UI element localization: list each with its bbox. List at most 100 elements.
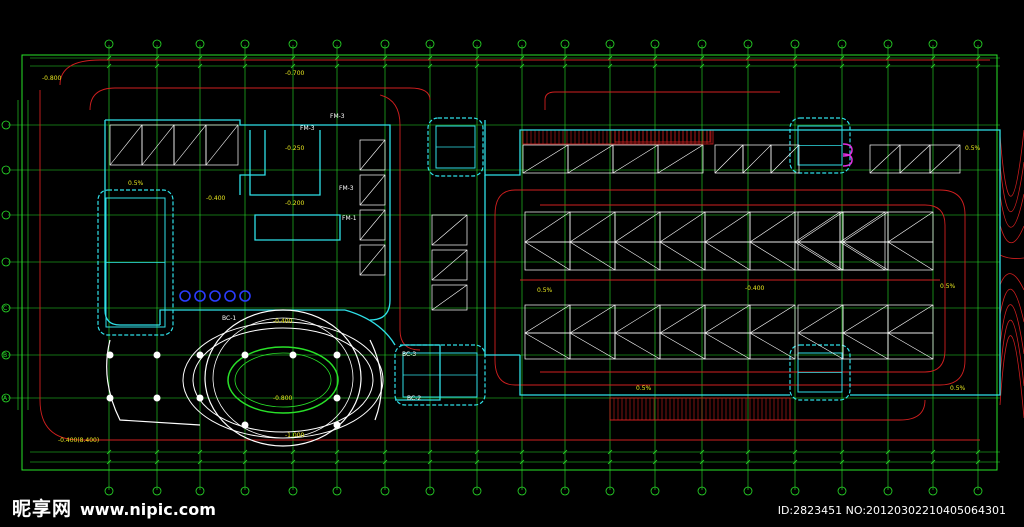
dimension-tick bbox=[474, 459, 480, 465]
dimension-tick bbox=[745, 55, 751, 61]
dimension-tick bbox=[792, 459, 798, 465]
dimension-tick bbox=[242, 63, 248, 69]
stall-diagonal bbox=[524, 332, 571, 360]
ramp-curve bbox=[999, 254, 1024, 259]
stall-diagonal bbox=[869, 144, 901, 174]
slope-mark: 0.5% bbox=[537, 287, 553, 294]
axis-row-label: A bbox=[3, 395, 8, 402]
parking-stall bbox=[359, 209, 386, 241]
slope-mark: 0.5% bbox=[950, 385, 966, 392]
dimension-lines bbox=[17, 55, 1000, 465]
dimension-tick bbox=[382, 449, 388, 455]
axis-bubble bbox=[883, 39, 893, 49]
stall-diagonal bbox=[141, 124, 175, 166]
wall-line bbox=[249, 130, 321, 196]
stall-diagonal bbox=[359, 174, 386, 206]
stall-diagonal bbox=[569, 304, 616, 334]
stall-diagonal bbox=[842, 304, 889, 334]
dimension-tick bbox=[607, 55, 613, 61]
plaza-walkway-outer bbox=[182, 321, 384, 439]
dimension-tick bbox=[382, 55, 388, 61]
stall-diagonal bbox=[704, 241, 751, 271]
dimension-tick bbox=[427, 459, 433, 465]
ramp-curve bbox=[999, 161, 1024, 213]
axis-row-label: C bbox=[3, 305, 7, 312]
column-dot bbox=[106, 394, 114, 402]
axis-bubble bbox=[517, 39, 527, 49]
driveway-line bbox=[379, 94, 421, 351]
level-marks: -0.800-0.700-0.250-0.400-0.400-0.200-0.4… bbox=[3, 70, 981, 444]
dimension-tick bbox=[154, 55, 160, 61]
stall-diagonal bbox=[797, 241, 844, 271]
axis-bubble bbox=[195, 486, 205, 496]
dimension-tick bbox=[975, 63, 981, 69]
core-outline bbox=[427, 117, 484, 177]
dimension-tick bbox=[519, 449, 525, 455]
axis-bubble bbox=[650, 39, 660, 49]
stall-diagonal bbox=[431, 249, 468, 281]
wall-line bbox=[344, 309, 396, 346]
fixture-circle bbox=[224, 290, 236, 302]
dimension-tick bbox=[474, 63, 480, 69]
stall-diagonal bbox=[524, 241, 571, 271]
wall-line bbox=[104, 120, 160, 326]
driveway-line bbox=[610, 399, 926, 421]
level-mark: -0.400 bbox=[206, 195, 226, 202]
axis-bubble bbox=[1, 210, 11, 220]
driveway-line bbox=[544, 91, 780, 110]
axis-bubble bbox=[152, 486, 162, 496]
axis-bubble bbox=[472, 39, 482, 49]
dimension-tick bbox=[197, 459, 203, 465]
axis-bubble bbox=[240, 486, 250, 496]
ramp-curve bbox=[999, 224, 1024, 244]
stall-diagonal bbox=[770, 144, 800, 174]
dimension-tick bbox=[242, 449, 248, 455]
ramp-curve bbox=[999, 129, 1024, 197]
ramp-curve bbox=[999, 335, 1024, 419]
circular-plaza bbox=[106, 309, 384, 447]
axis-bubble bbox=[605, 39, 615, 49]
axis-bubble bbox=[425, 39, 435, 49]
axis-row-label: B bbox=[3, 352, 7, 359]
dimension-tick bbox=[334, 459, 340, 465]
dimension-tick bbox=[930, 459, 936, 465]
stall-diagonal bbox=[524, 304, 571, 334]
dimension-tick bbox=[699, 63, 705, 69]
door-mark: FM-3 bbox=[300, 125, 315, 132]
level-mark: -0.800 bbox=[42, 75, 62, 82]
level-mark: -0.400 bbox=[745, 285, 765, 292]
plaza-edge bbox=[369, 339, 382, 421]
dimension-tick bbox=[652, 55, 658, 61]
axis-bubble bbox=[104, 39, 114, 49]
watermark-site: www.nipic.com bbox=[80, 500, 216, 519]
stall-diagonal bbox=[704, 332, 751, 360]
dimension-tick bbox=[290, 449, 296, 455]
dimension-tick bbox=[242, 459, 248, 465]
parking-stall bbox=[657, 144, 704, 174]
axis-bubble bbox=[973, 39, 983, 49]
axis-bubble bbox=[380, 39, 390, 49]
column-dot bbox=[196, 394, 204, 402]
door-mark: FM-3 bbox=[330, 113, 345, 120]
slope-mark: 0.5% bbox=[636, 385, 652, 392]
axis-bubble bbox=[973, 486, 983, 496]
dimension-tick bbox=[290, 459, 296, 465]
axis-bubble bbox=[425, 486, 435, 496]
dimension-tick bbox=[519, 459, 525, 465]
axis-bubble bbox=[743, 486, 753, 496]
stall-diagonal bbox=[657, 144, 704, 174]
stall-diagonal bbox=[887, 304, 934, 334]
level-mark: -0.800 bbox=[273, 395, 293, 402]
dimension-tick bbox=[699, 449, 705, 455]
dimension-tick bbox=[290, 55, 296, 61]
dimension-tick bbox=[792, 63, 798, 69]
driveway-line bbox=[39, 90, 980, 441]
stall-diagonal bbox=[794, 211, 841, 243]
parking-stall bbox=[359, 174, 386, 206]
column-dot bbox=[333, 394, 341, 402]
stall-diagonal bbox=[704, 211, 751, 243]
axis-bubble bbox=[837, 39, 847, 49]
fixture-circle bbox=[179, 290, 191, 302]
column-grid bbox=[1, 39, 1000, 496]
ramp-band bbox=[614, 129, 711, 143]
